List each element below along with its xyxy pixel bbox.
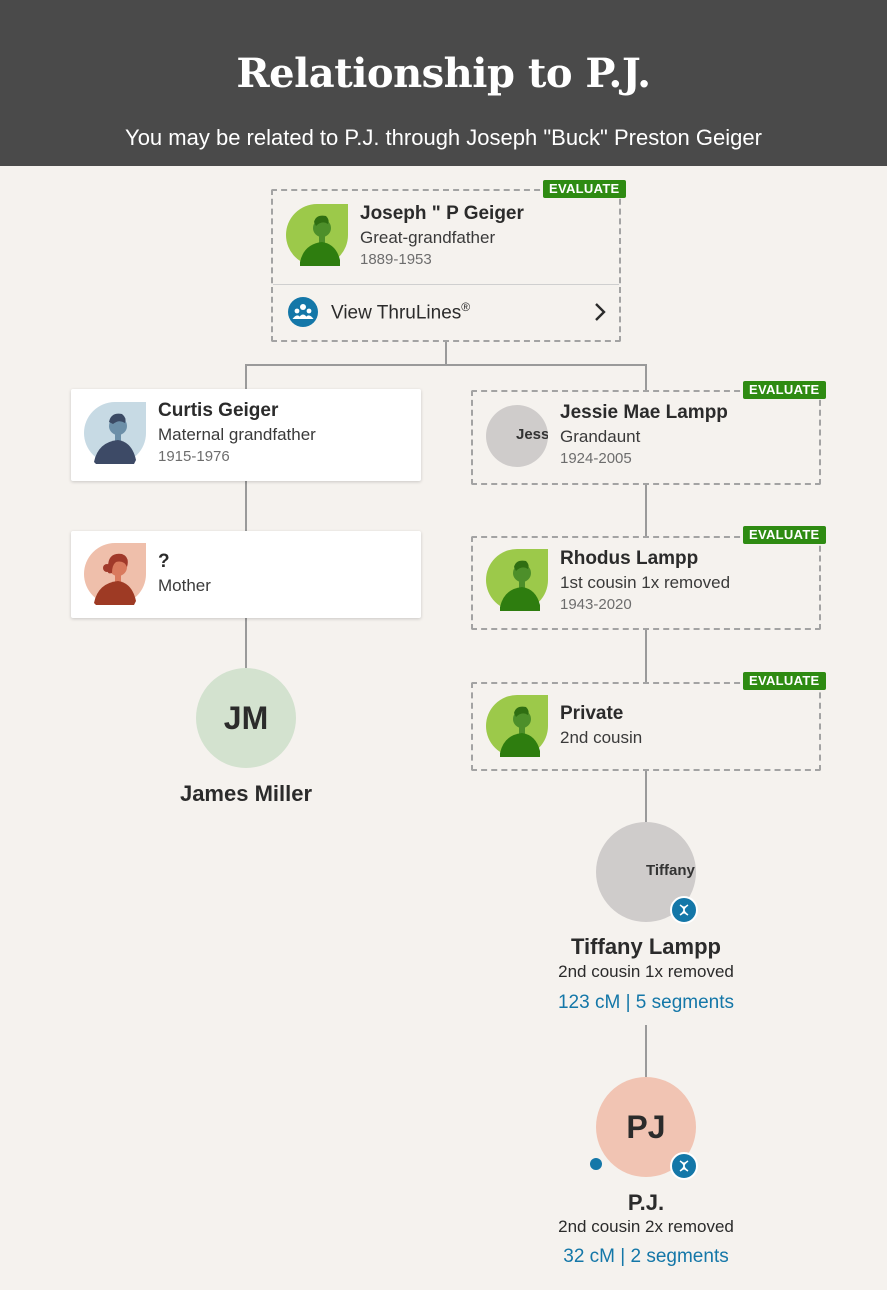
unknown-avatar: Jess [486, 405, 548, 467]
person-name[interactable]: Private [560, 703, 624, 724]
connector-line [645, 1025, 647, 1077]
person-years: 1915-1976 [158, 448, 230, 465]
page-title: Relationship to P.J. [236, 50, 651, 97]
view-thrulines-button[interactable]: View ThruLines® [273, 285, 619, 340]
connector-line [245, 481, 247, 531]
match-relationship: 2nd cousin 2x removed [558, 1217, 734, 1236]
male-avatar-icon [486, 695, 548, 757]
match-name[interactable]: Tiffany Lampp [571, 934, 721, 959]
card-divider [273, 284, 619, 285]
male-avatar-icon [486, 549, 548, 611]
person-card-curtis-geiger[interactable]: Curtis Geiger Maternal grandfather 1915-… [71, 389, 421, 481]
connector-line [445, 341, 447, 365]
evaluate-badge[interactable]: EVALUATE [543, 180, 626, 198]
match-relationship: 2nd cousin 1x removed [558, 962, 734, 981]
connector-line [645, 630, 647, 682]
match-name[interactable]: P.J. [627, 1190, 665, 1215]
person-relationship: Mother [158, 576, 211, 595]
connector-line [245, 364, 647, 366]
evaluate-badge[interactable]: EVALUATE [743, 672, 826, 690]
person-name[interactable]: Curtis Geiger [158, 400, 279, 421]
evaluate-badge[interactable]: EVALUATE [743, 381, 826, 399]
avatar-label: Jess [516, 426, 548, 443]
person-card-rhodus-lampp[interactable]: Rhodus Lampp 1st cousin 1x removed 1943-… [471, 536, 821, 630]
person-years: 1943-2020 [560, 596, 632, 613]
person-name[interactable]: Rhodus Lampp [560, 548, 699, 569]
match-dna-link[interactable]: 123 cM | 5 segments [557, 992, 735, 1013]
connector-line [245, 364, 247, 389]
connector-line [645, 771, 647, 822]
evaluate-badge[interactable]: EVALUATE [743, 526, 826, 544]
chevron-right-icon [595, 303, 606, 321]
avatar-label: Tiffany [646, 862, 695, 879]
ancestor-name[interactable]: Joseph " P Geiger [360, 203, 524, 224]
status-dot-icon [590, 1158, 602, 1170]
match-initials: PJ [626, 1108, 666, 1145]
thrulines-icon [288, 297, 318, 327]
user-avatar[interactable]: JM [196, 668, 296, 768]
thrulines-label-wrap: View ThruLines® [331, 300, 470, 324]
male-avatar-icon [84, 402, 146, 464]
page-header: Relationship to P.J. You may be related … [0, 0, 887, 166]
male-avatar-icon [286, 204, 348, 266]
ancestor-relationship: Great-grandfather [360, 228, 496, 247]
person-card-mother[interactable]: ? Mother [71, 531, 421, 618]
ancestor-years: 1889-1953 [360, 251, 432, 268]
person-relationship: Grandaunt [560, 427, 641, 446]
person-relationship: Maternal grandfather [158, 425, 316, 444]
registered-mark: ® [461, 300, 471, 314]
person-years: 1924-2005 [560, 450, 632, 467]
connector-line [245, 618, 247, 668]
person-name[interactable]: ? [158, 551, 170, 572]
match-dna-link[interactable]: 32 cM | 2 segments [563, 1246, 729, 1267]
female-avatar-icon [84, 543, 146, 605]
person-card-jessie-mae-lampp[interactable]: Jess Jessie Mae Lampp Grandaunt 1924-200… [471, 390, 821, 485]
person-card-private[interactable]: Private 2nd cousin [471, 682, 821, 771]
person-relationship: 2nd cousin [560, 728, 643, 747]
dna-match-icon [670, 1152, 698, 1180]
person-relationship: 1st cousin 1x removed [560, 573, 731, 592]
connector-line [645, 485, 647, 536]
connector-line [645, 364, 647, 390]
person-name[interactable]: Jessie Mae Lampp [560, 402, 728, 423]
dna-match-icon [670, 896, 698, 924]
user-name[interactable]: James Miller [179, 781, 313, 806]
ancestor-card[interactable]: Joseph " P Geiger Great-grandfather 1889… [271, 189, 621, 342]
thrulines-label: View ThruLines [331, 302, 462, 324]
page-subtitle: You may be related to P.J. through Josep… [125, 125, 762, 150]
user-initials: JM [223, 699, 269, 736]
